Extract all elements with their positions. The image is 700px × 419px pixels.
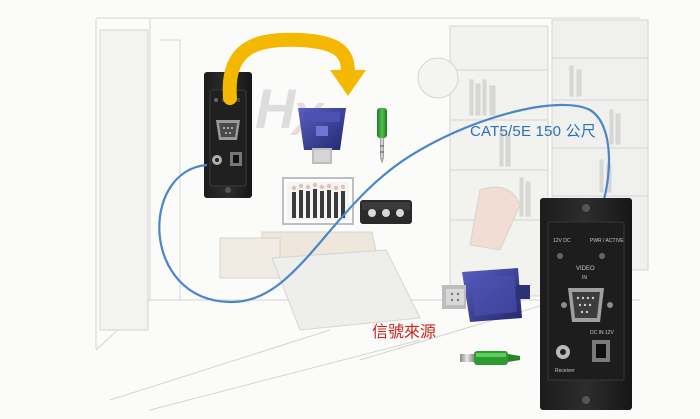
audio-jack-icon — [377, 108, 387, 164]
receiver-label-video-in: IN — [582, 275, 587, 281]
vga-connector-icon — [442, 268, 530, 322]
wall-plate-transmitter-icon — [204, 72, 252, 198]
receiver-label-bottom: Receiver — [555, 368, 575, 374]
receiver-label-right: PWR / ACTIVE — [590, 238, 624, 244]
curved-arrow-icon — [222, 32, 366, 105]
audio-jack-icon — [460, 351, 520, 365]
tv-screen-icon — [282, 177, 354, 225]
vga-connector-icon — [298, 108, 346, 164]
receiver-label-power: DC IN 12V — [590, 330, 614, 336]
room-background — [95, 17, 649, 411]
receiver-label-video: VIDEO — [576, 266, 595, 272]
receiver-label-left: 12V DC — [553, 238, 571, 244]
cable-length-label: CAT5/5E 150 公尺 — [470, 123, 596, 140]
rca-adapter-icon — [360, 200, 412, 224]
signal-source-label: 信號來源 — [372, 322, 437, 341]
wall-plate-receiver-icon — [540, 198, 632, 410]
svg-text:H: H — [255, 77, 297, 140]
cat5-cable-line — [158, 103, 611, 304]
